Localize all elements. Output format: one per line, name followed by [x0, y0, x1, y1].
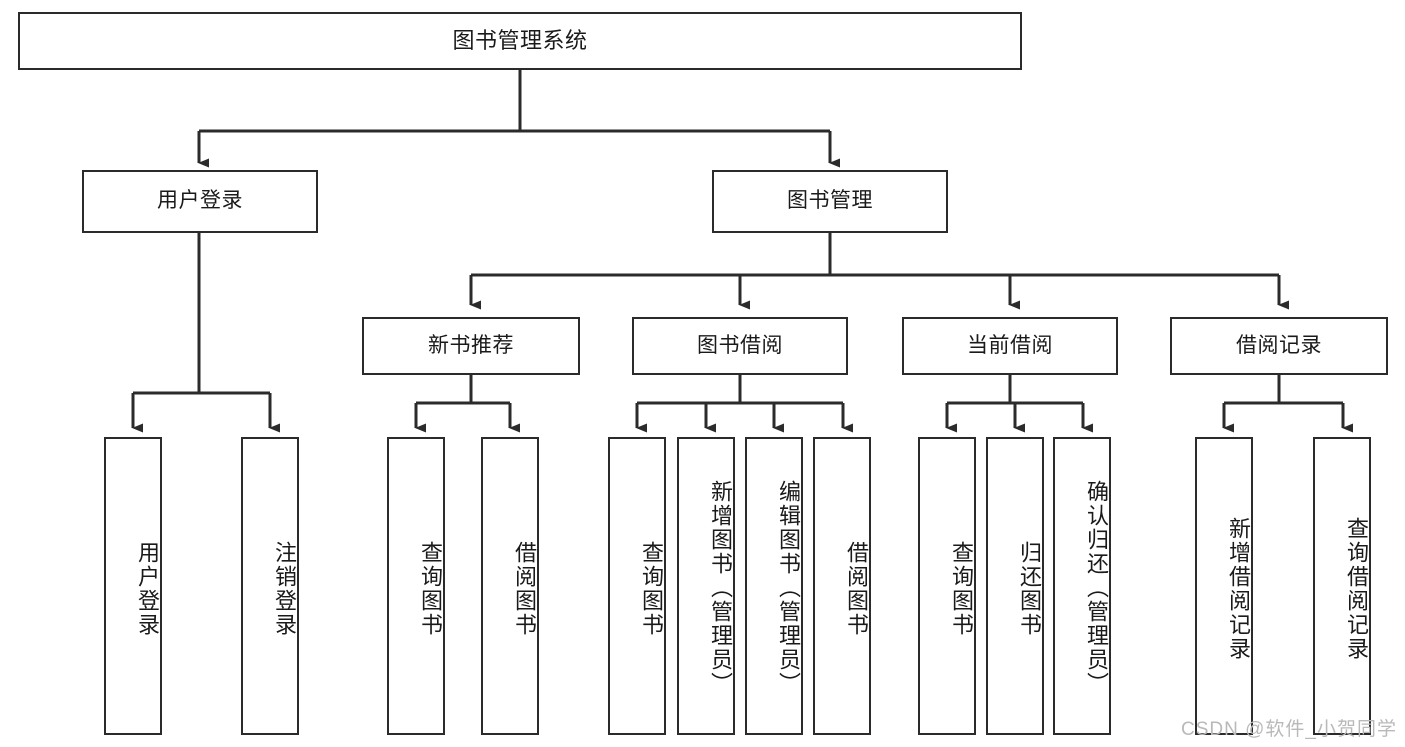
- node-current-borrowing[interactable]: 当前借阅: [902, 317, 1118, 375]
- node-label: 新增图书（管理员）: [708, 480, 733, 696]
- node-book-borrowing[interactable]: 图书借阅: [632, 317, 848, 375]
- node-label: 查询借阅记录: [1344, 517, 1369, 661]
- leaf-borrow-add-book[interactable]: 新增图书（管理员）: [677, 437, 735, 735]
- node-borrowing-record[interactable]: 借阅记录: [1170, 317, 1388, 375]
- node-label: 新增借阅记录: [1226, 517, 1251, 661]
- node-label: 编辑图书（管理员）: [776, 480, 801, 696]
- leaf-current-return-book[interactable]: 归还图书: [986, 437, 1044, 735]
- node-label: 注销登录: [272, 541, 297, 637]
- node-label: 确认归还（管理员）: [1084, 480, 1109, 696]
- leaf-recommend-borrow-book[interactable]: 借阅图书: [481, 437, 539, 735]
- node-label: 借阅图书: [512, 541, 537, 637]
- leaf-record-add-record[interactable]: 新增借阅记录: [1195, 437, 1253, 735]
- leaf-user-logout[interactable]: 注销登录: [241, 437, 299, 735]
- node-label: 新书推荐: [428, 333, 514, 357]
- node-label: 用户登录: [135, 541, 160, 637]
- node-label: 查询图书: [949, 541, 974, 637]
- node-book-management[interactable]: 图书管理: [712, 170, 948, 233]
- node-label: 用户登录: [157, 189, 243, 213]
- node-label: 图书管理系统: [452, 28, 588, 54]
- leaf-current-query-book[interactable]: 查询图书: [918, 437, 976, 735]
- node-root-book-management-system[interactable]: 图书管理系统: [18, 12, 1022, 70]
- leaf-user-login[interactable]: 用户登录: [104, 437, 162, 735]
- leaf-recommend-query-book[interactable]: 查询图书: [387, 437, 445, 735]
- node-label: 归还图书: [1017, 541, 1042, 637]
- leaf-borrow-edit-book[interactable]: 编辑图书（管理员）: [745, 437, 803, 735]
- node-label: 借阅图书: [844, 541, 869, 637]
- leaf-borrow-borrow-book[interactable]: 借阅图书: [813, 437, 871, 735]
- node-label: 图书管理: [787, 189, 873, 213]
- leaf-record-query-record[interactable]: 查询借阅记录: [1313, 437, 1371, 735]
- csdn-watermark: CSDN @软件_小贺同学: [1181, 719, 1397, 740]
- leaf-current-confirm-return[interactable]: 确认归还（管理员）: [1053, 437, 1111, 735]
- node-user-login[interactable]: 用户登录: [82, 170, 318, 233]
- node-new-book-recommendation[interactable]: 新书推荐: [362, 317, 580, 375]
- node-label: 当前借阅: [967, 333, 1053, 357]
- node-label: 查询图书: [639, 541, 664, 637]
- node-label: 图书借阅: [697, 333, 783, 357]
- leaf-borrow-query-book[interactable]: 查询图书: [608, 437, 666, 735]
- node-label: 借阅记录: [1236, 333, 1322, 357]
- node-label: 查询图书: [418, 541, 443, 637]
